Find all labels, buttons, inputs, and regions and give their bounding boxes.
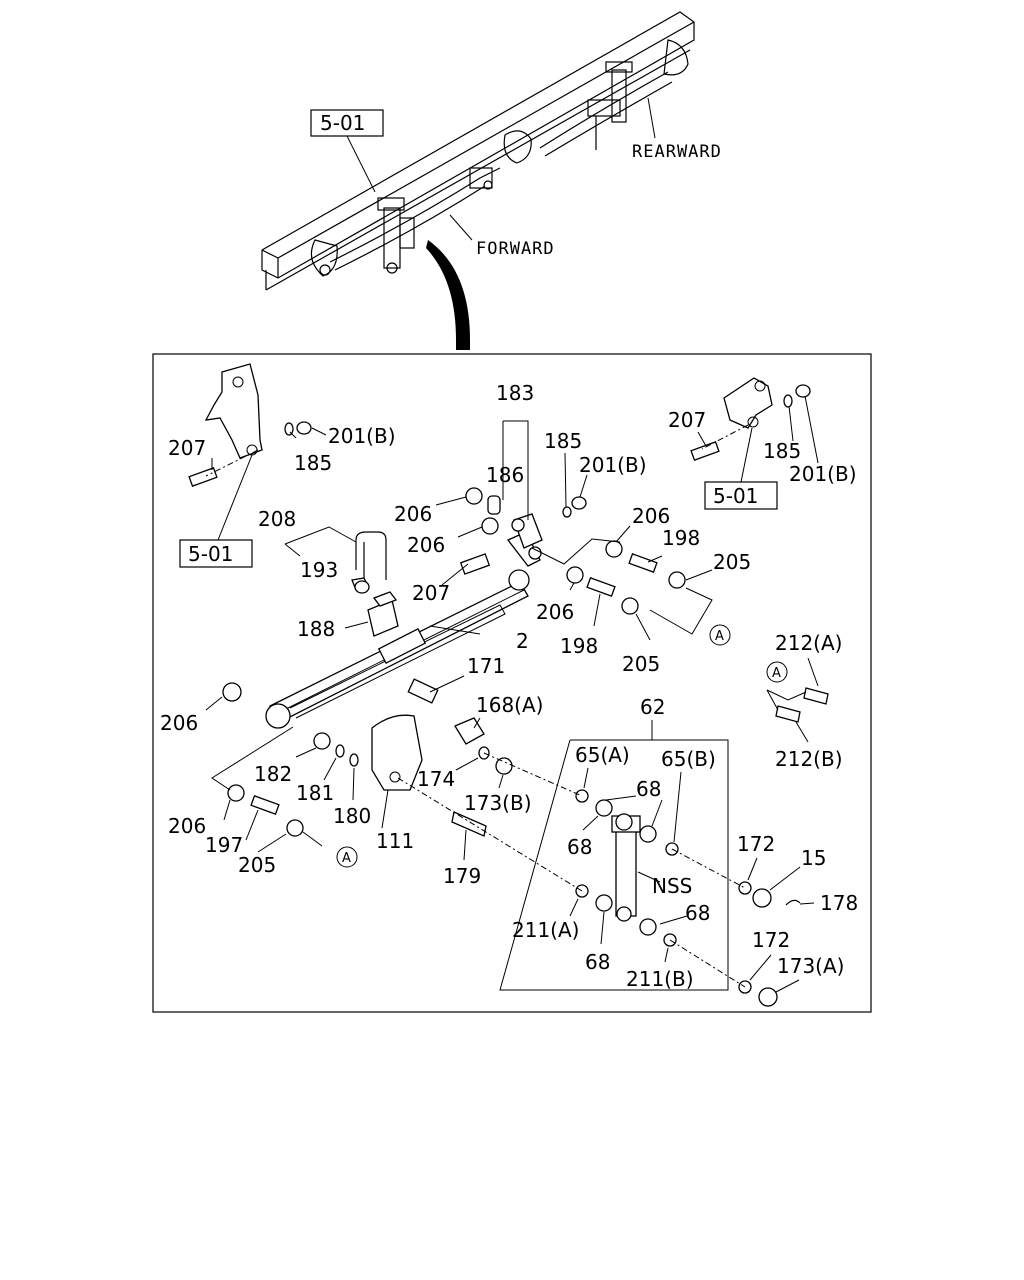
- small-parts: [188, 384, 829, 1007]
- callout-182: 182: [254, 762, 292, 786]
- callout-186: 186: [486, 463, 524, 487]
- callout-173b: 173(B): [464, 791, 532, 815]
- rear-hanger-bracket: [723, 377, 773, 429]
- part-callouts: 183 185 186 201(B) 207 201(B) 185 207 18…: [160, 381, 858, 991]
- callout-62: 62: [640, 695, 665, 719]
- callout-207: 207: [168, 436, 206, 460]
- spring-shackle: [506, 513, 543, 567]
- leader-lines: [205, 395, 819, 993]
- callout-198: 198: [560, 634, 598, 658]
- ref-tag-box-left: [179, 539, 253, 568]
- callout-206: 206: [160, 711, 198, 735]
- callout-65a: 65(A): [575, 743, 630, 767]
- callout-188: 188: [297, 617, 335, 641]
- callout-185: 185: [294, 451, 332, 475]
- callout-212a: 212(A): [775, 631, 842, 655]
- callout-65b: 65(B): [661, 747, 716, 771]
- callout-111: 111: [376, 829, 414, 853]
- callout-185: 185: [763, 439, 801, 463]
- callout-206: 206: [632, 504, 670, 528]
- callout-205: 205: [238, 853, 276, 877]
- circle-a-marker-3: A: [336, 846, 358, 868]
- callout-171: 171: [467, 654, 505, 678]
- ref-tag-box-right: [704, 481, 778, 510]
- spring-bracket: [371, 714, 423, 791]
- callout-211a: 211(A): [512, 918, 579, 942]
- callout-212b: 212(B): [775, 747, 843, 771]
- callout-2: 2: [516, 629, 529, 653]
- detail-frame: [152, 353, 872, 1013]
- callout-207: 207: [668, 408, 706, 432]
- callout-211b: 211(B): [626, 967, 694, 991]
- callout-206: 206: [168, 814, 206, 838]
- callout-205: 205: [713, 550, 751, 574]
- callout-181: 181: [296, 781, 334, 805]
- circle-a-marker-2: A: [766, 661, 788, 683]
- helper-spring-pad: [367, 591, 399, 637]
- ref-tag-overview: 5-01: [320, 111, 365, 135]
- callout-197: 197: [205, 833, 243, 857]
- ref-tag-left: 5-01: [188, 542, 233, 566]
- callout-208: 208: [258, 507, 296, 531]
- svg-text:A: A: [342, 851, 351, 866]
- u-bolt: [351, 531, 387, 591]
- svg-text:A: A: [715, 629, 724, 644]
- label-rearward: REARWARD: [632, 142, 722, 162]
- label-forward: FORWARD: [476, 239, 555, 259]
- callout-198: 198: [662, 526, 700, 550]
- callout-68: 68: [636, 777, 661, 801]
- callout-206: 206: [536, 600, 574, 624]
- callout-172: 172: [752, 928, 790, 952]
- circle-a-marker-1: A: [709, 624, 731, 646]
- callout-201b: 201(B): [328, 424, 396, 448]
- callout-179: 179: [443, 864, 481, 888]
- callout-178: 178: [820, 891, 858, 915]
- callout-205: 205: [622, 652, 660, 676]
- callout-201b: 201(B): [789, 462, 857, 486]
- callout-nss: NSS: [652, 874, 692, 898]
- callout-68: 68: [685, 901, 710, 925]
- callout-15: 15: [801, 846, 826, 870]
- callout-172: 172: [737, 832, 775, 856]
- callout-185: 185: [544, 429, 582, 453]
- zoom-arrow: [426, 240, 470, 350]
- kit-box-62: [499, 739, 729, 991]
- front-hanger-bracket: [204, 363, 263, 459]
- leaf-spring: [265, 569, 530, 729]
- ref-tag-right: 5-01: [713, 484, 758, 508]
- callout-206: 206: [394, 502, 432, 526]
- callout-183: 183: [496, 381, 534, 405]
- callout-173a: 173(A): [777, 954, 844, 978]
- callout-201b: 201(B): [579, 453, 647, 477]
- svg-text:A: A: [772, 666, 781, 681]
- shock-absorber: [611, 813, 641, 922]
- callout-180: 180: [333, 804, 371, 828]
- assembly-lines: [205, 424, 749, 988]
- callout-193: 193: [300, 558, 338, 582]
- callout-174: 174: [417, 767, 455, 791]
- callout-68: 68: [585, 950, 610, 974]
- callout-168a: 168(A): [476, 693, 543, 717]
- callout-206: 206: [407, 533, 445, 557]
- callout-207: 207: [412, 581, 450, 605]
- chassis-frame-overview: 5-01 REARWARD FORWARD: [261, 11, 722, 350]
- callout-68: 68: [567, 835, 592, 859]
